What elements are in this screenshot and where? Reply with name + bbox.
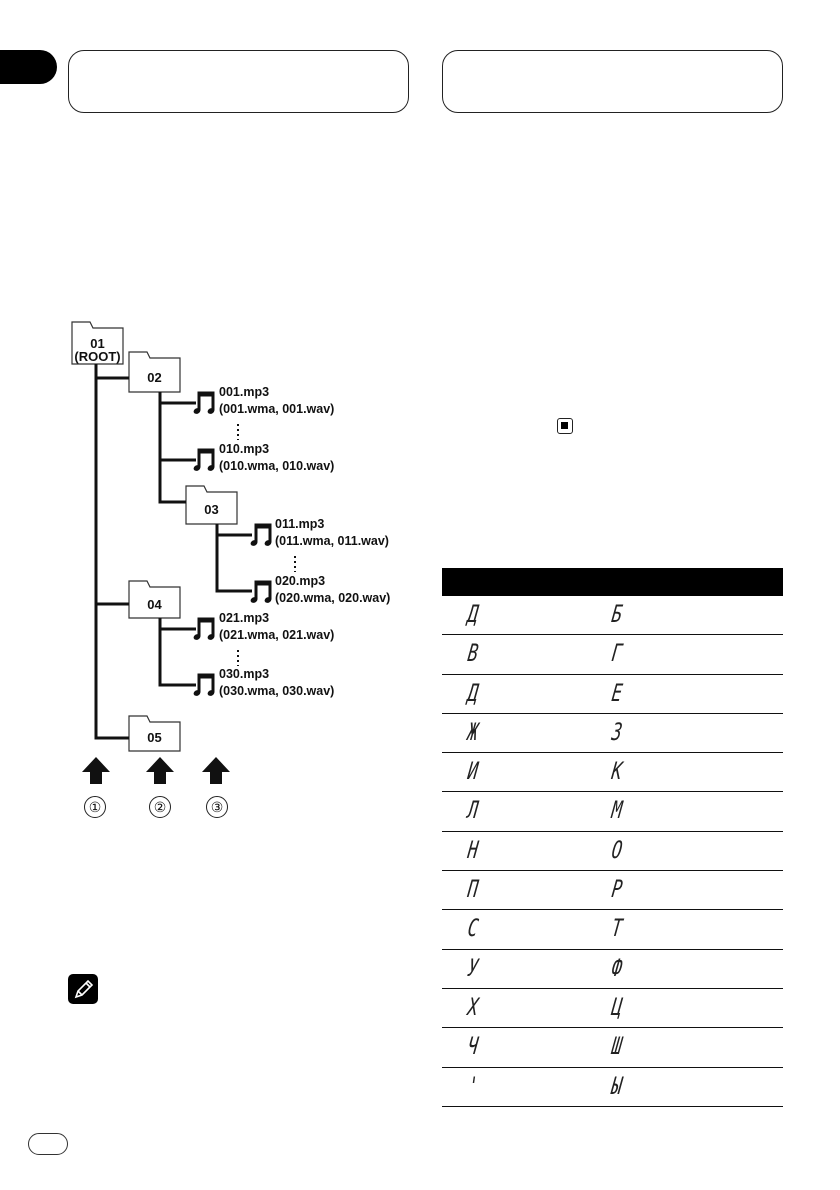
music-note-icon <box>193 391 215 414</box>
display-char: Р <box>610 875 625 904</box>
display-char: И <box>466 757 481 786</box>
file-alt-names: (011.wma, 011.wav) <box>275 534 389 548</box>
display-char: З <box>610 717 625 746</box>
folder-icon-01 <box>71 321 124 365</box>
folder-label-03: 03 <box>204 502 219 517</box>
display-char: О <box>610 835 625 864</box>
pencil-icon <box>68 974 98 1004</box>
right-header-box <box>442 50 783 113</box>
display-char: Д <box>466 678 481 707</box>
folder-number: 01 <box>90 336 105 351</box>
display-char: Е <box>610 678 625 707</box>
file-alt-names: (030.wma, 030.wav) <box>219 684 335 698</box>
level-marker-2: ② <box>149 796 171 818</box>
folder-icon-03 <box>185 485 238 525</box>
display-char: Л <box>466 796 481 825</box>
display-char: ' <box>466 1071 481 1100</box>
display-char: Ч <box>466 1032 481 1061</box>
file-label-010: 010.mp3 (010.wma, 010.wav) <box>219 441 334 475</box>
up-arrow-icon <box>82 757 110 784</box>
folder-icon-04 <box>128 580 181 619</box>
file-label-020: 020.mp3 (020.wma, 020.wav) <box>275 573 390 607</box>
display-char: Ш <box>610 1032 625 1061</box>
display-char: Д <box>466 600 481 628</box>
folder-icon-05 <box>128 715 181 752</box>
folder-label-04: 04 <box>147 597 162 612</box>
display-char: Б <box>610 600 625 628</box>
page-number-box <box>28 1133 68 1155</box>
display-char: Н <box>466 835 481 864</box>
display-char: Г <box>610 639 625 668</box>
display-char: Х <box>466 992 481 1021</box>
tree-lines <box>71 321 296 784</box>
file-label-001: 001.mp3 (001.wma, 001.wav) <box>219 384 334 418</box>
level-marker-1: ① <box>84 796 106 818</box>
display-char: М <box>610 796 625 825</box>
folder-label-02: 02 <box>147 370 162 385</box>
file-alt-names: (021.wma, 021.wav) <box>219 628 335 642</box>
music-note-icon <box>250 580 272 603</box>
file-name: 011.mp3 <box>275 517 325 531</box>
file-name: 001.mp3 <box>219 385 270 399</box>
file-alt-names: (020.wma, 020.wav) <box>275 591 391 605</box>
file-label-011: 011.mp3 (011.wma, 011.wav) <box>275 516 389 550</box>
up-arrow-icon <box>202 757 230 784</box>
table-header <box>442 568 783 596</box>
file-alt-names: (010.wma, 010.wav) <box>219 459 335 473</box>
display-char: Ж <box>466 717 481 746</box>
music-note-icons <box>193 391 272 696</box>
folder-label-05: 05 <box>147 730 162 745</box>
music-note-icon <box>193 673 215 696</box>
file-name: 021.mp3 <box>219 611 270 625</box>
music-note-icon <box>250 523 272 546</box>
table-row: 'Ы <box>442 1068 783 1107</box>
file-alt-names: (001.wma, 001.wav) <box>219 402 335 416</box>
display-char: С <box>466 914 481 943</box>
display-char: У <box>466 953 481 982</box>
display-char: Ф <box>610 953 625 982</box>
folder-icon-02 <box>128 351 181 393</box>
file-name: 030.mp3 <box>219 667 270 681</box>
display-char: Т <box>610 914 625 943</box>
file-label-021: 021.mp3 (021.wma, 021.wav) <box>219 610 334 644</box>
display-char: Ы <box>610 1071 625 1100</box>
stop-button-icon <box>557 418 573 434</box>
display-char: В <box>466 639 481 668</box>
music-note-icon <box>193 617 215 640</box>
level-marker-3: ③ <box>206 796 228 818</box>
left-header-box <box>68 50 409 113</box>
folder-root-label: (ROOT) <box>74 349 121 364</box>
display-char: Ц <box>610 992 625 1021</box>
up-arrow-icon <box>146 757 174 784</box>
music-note-icon <box>193 448 215 471</box>
display-char: К <box>610 757 625 786</box>
file-label-030: 030.mp3 (030.wma, 030.wav) <box>219 666 334 700</box>
folder-tree-diagram: 01 (ROOT) 02 03 04 05 001.mp3 (001.wma, … <box>0 0 420 840</box>
file-name: 020.mp3 <box>275 574 326 588</box>
folder-label-01: 01 (ROOT) <box>72 337 123 363</box>
display-char: П <box>466 875 481 904</box>
file-name: 010.mp3 <box>219 442 270 456</box>
section-tab <box>0 50 57 84</box>
